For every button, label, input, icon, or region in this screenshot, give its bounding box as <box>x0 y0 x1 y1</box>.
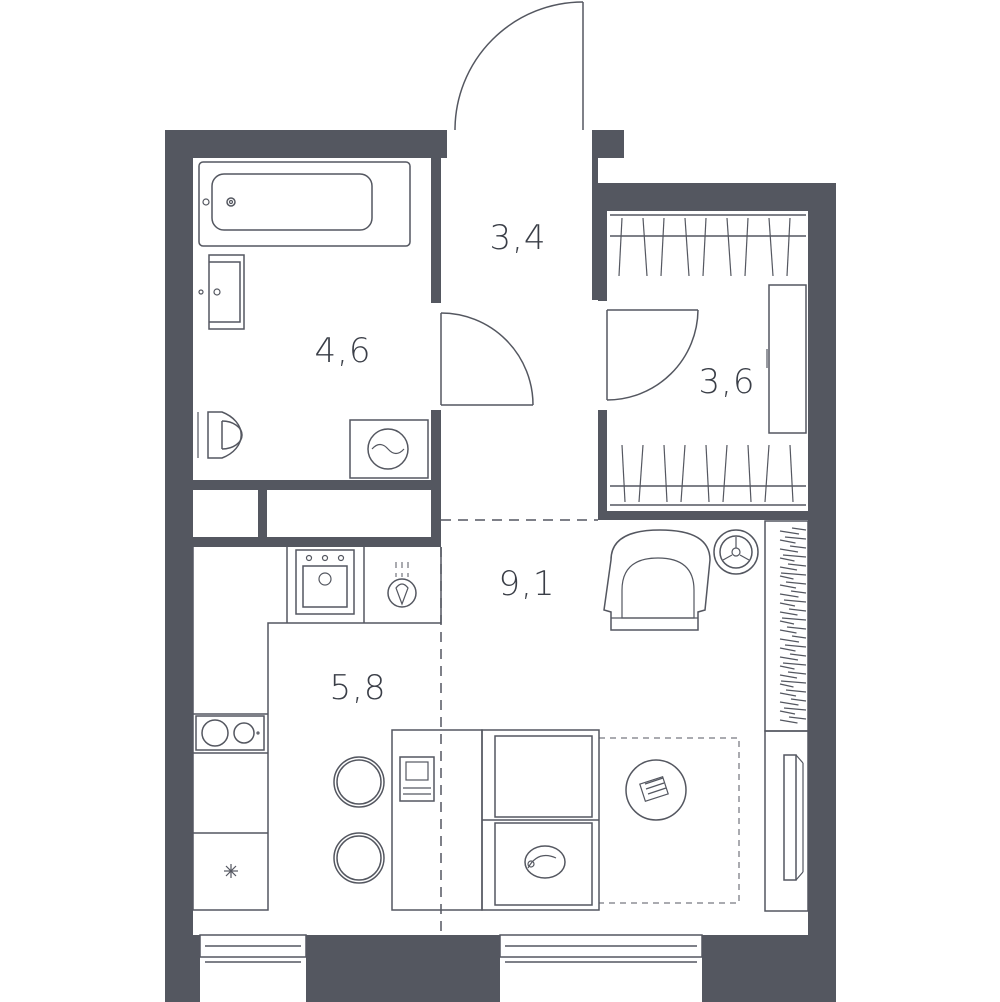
dining-stools <box>333 756 385 884</box>
book <box>779 692 797 697</box>
book <box>790 590 807 594</box>
book <box>782 554 807 558</box>
coffee-table <box>625 759 687 821</box>
book <box>779 701 799 706</box>
washing-machine <box>349 419 429 479</box>
book <box>779 638 800 643</box>
book <box>779 575 794 580</box>
book <box>779 593 799 598</box>
hanger <box>680 444 686 503</box>
hanger <box>660 217 665 277</box>
bathroom-fixtures <box>197 161 429 479</box>
kitchen-fixtures <box>192 547 442 911</box>
tv-unit <box>764 730 809 912</box>
hanger <box>726 217 732 277</box>
book <box>787 563 807 567</box>
book <box>785 689 807 693</box>
hanger <box>768 217 774 277</box>
book <box>782 662 807 666</box>
kitchen-area: 5,8 <box>329 668 386 708</box>
fridge-symbol <box>224 864 238 878</box>
window-right <box>499 934 703 963</box>
hanger <box>744 217 749 277</box>
hanger <box>764 444 770 503</box>
living-furniture <box>391 520 809 912</box>
book <box>789 545 807 549</box>
area-labels: 3,4 4,6 3,6 9,1 5,8 <box>314 218 755 708</box>
book <box>779 539 796 544</box>
book <box>790 698 807 702</box>
window-left <box>199 934 307 963</box>
bookshelf <box>764 520 809 732</box>
hanger <box>638 444 644 503</box>
book <box>779 566 798 571</box>
zone-dividers <box>440 519 598 935</box>
dishwasher-tap <box>387 562 417 608</box>
book <box>779 530 800 535</box>
book <box>779 674 798 679</box>
rug <box>598 737 740 904</box>
book <box>780 572 807 576</box>
book <box>788 608 807 612</box>
book <box>781 617 807 621</box>
hallway-area: 3,4 <box>489 218 546 258</box>
book <box>783 599 807 603</box>
book <box>779 710 796 715</box>
book <box>779 584 797 589</box>
hanger <box>789 444 794 503</box>
book <box>779 548 799 553</box>
hanger <box>621 444 626 503</box>
sofa-bed <box>481 729 600 911</box>
wardrobe-shelving <box>610 214 807 506</box>
living-room-area: 9,1 <box>498 564 555 604</box>
book <box>779 602 796 607</box>
hanger <box>747 444 752 503</box>
hanger <box>642 217 648 277</box>
wardrobe-door <box>606 309 699 401</box>
book <box>779 719 798 724</box>
side-table <box>713 529 759 575</box>
entrance-door <box>454 1 584 131</box>
book <box>779 647 796 652</box>
bathroom-door <box>440 312 534 406</box>
wardrobe-area: 3,6 <box>698 362 755 402</box>
book <box>791 635 807 639</box>
book <box>789 653 807 657</box>
hanger <box>684 217 690 277</box>
windows <box>199 934 703 963</box>
book <box>779 557 795 562</box>
pet-bed <box>524 845 566 879</box>
toilet <box>197 411 243 459</box>
hanger <box>663 444 668 503</box>
book <box>785 581 807 585</box>
cooktop <box>195 715 265 751</box>
hanger <box>722 444 728 503</box>
hanger <box>705 444 710 503</box>
book <box>788 716 807 720</box>
book <box>784 536 807 540</box>
kitchen-sink <box>295 549 355 615</box>
book <box>779 629 797 634</box>
book <box>784 644 807 648</box>
bathtub <box>198 161 411 247</box>
book <box>791 527 807 531</box>
hanger <box>618 217 623 277</box>
armchair <box>603 529 711 631</box>
book <box>783 707 807 711</box>
book <box>779 611 798 616</box>
doors <box>440 1 699 406</box>
book <box>786 626 807 630</box>
book <box>779 620 795 625</box>
book <box>779 683 794 688</box>
bathroom-area: 4,6 <box>314 331 371 371</box>
hanger <box>786 217 791 277</box>
book <box>787 671 807 675</box>
desk <box>391 729 483 911</box>
hanger <box>702 217 707 277</box>
book <box>780 680 807 684</box>
book <box>779 665 795 670</box>
washbasin <box>198 254 245 330</box>
book <box>779 656 799 661</box>
